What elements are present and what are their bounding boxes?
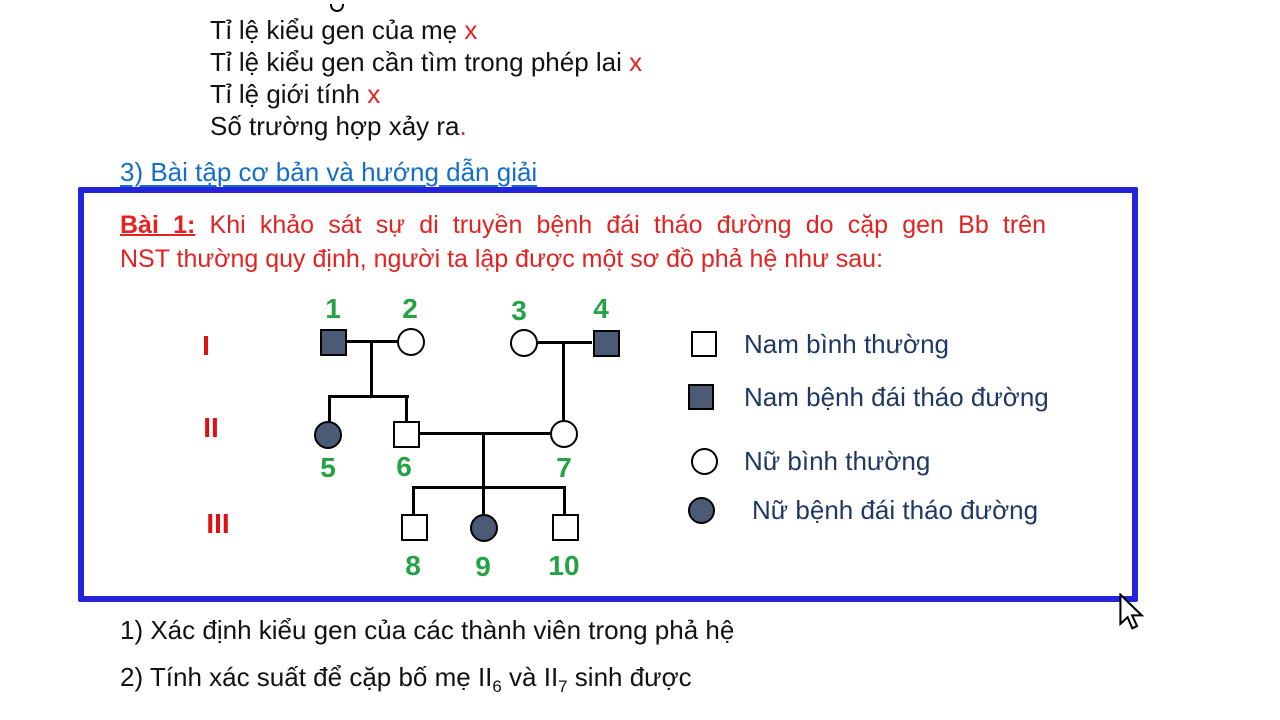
notes-block: Tỉ lệ kiểu gen của mẹ x Tỉ lệ kiểu gen c… <box>210 14 642 142</box>
note-line: Tỉ lệ kiểu gen của mẹ x <box>210 14 642 46</box>
note-text: Tỉ lệ kiểu gen của mẹ <box>210 15 465 45</box>
problem-statement: Bài 1: Khi khảo sát sự di truyền bệnh đá… <box>120 208 1046 276</box>
note-line: Tỉ lệ giới tính x <box>210 78 642 110</box>
problem-label: Bài 1: <box>120 211 196 239</box>
section-heading: 3) Bài tập cơ bản và hướng dẫn giải <box>120 157 538 187</box>
problem-line-1-text: Khi khảo sát sự di truyền bệnh đái tháo … <box>209 211 1046 239</box>
subscript-7: 7 <box>558 677 568 697</box>
note-line: Tỉ lệ kiểu gen cần tìm trong phép lai x <box>210 46 642 78</box>
problem-line-1: Bài 1: Khi khảo sát sự di truyền bệnh đá… <box>120 208 1046 242</box>
note-mark: x <box>464 15 478 45</box>
question-2-text: 2) Tính xác suất để cặp bố mẹ II <box>120 662 493 692</box>
problem-line-2: NST thường quy định, người ta lập được m… <box>120 245 884 273</box>
note-text: Số trường hợp xảy ra <box>210 111 460 141</box>
note-text: Tỉ lệ kiểu gen cần tìm trong phép lai <box>210 47 630 77</box>
note-text: Tỉ lệ giới tính <box>210 79 368 109</box>
note-mark: . <box>459 111 467 141</box>
question-2: 2) Tính xác suất để cặp bố mẹ II6 và II7… <box>120 662 692 697</box>
question-2-text: sinh được <box>567 662 692 692</box>
mouse-cursor <box>1119 593 1144 630</box>
question-1: 1) Xác định kiểu gen của các thành viên … <box>120 615 735 645</box>
note-mark: x <box>367 79 381 109</box>
question-2-text: và II <box>501 662 559 692</box>
note-line: Số trường hợp xảy ra. <box>210 110 642 142</box>
note-mark: x <box>629 47 643 77</box>
cut-off-text-artifact <box>330 4 344 12</box>
problem-box <box>78 187 1138 602</box>
subscript-6: 6 <box>492 677 502 697</box>
